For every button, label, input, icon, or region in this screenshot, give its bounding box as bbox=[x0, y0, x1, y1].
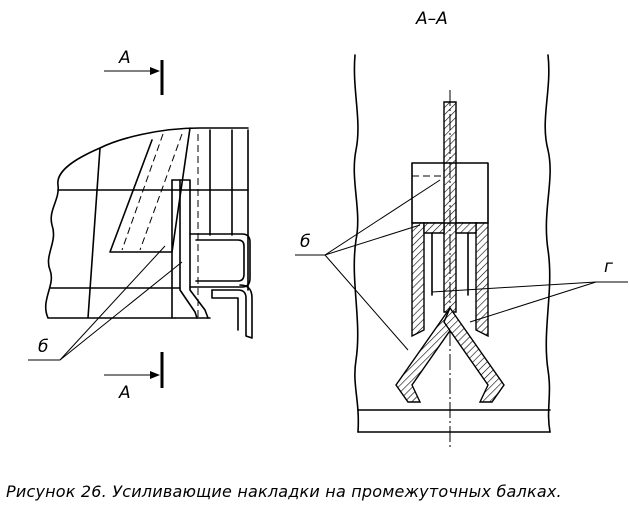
label-b-left: б bbox=[38, 337, 48, 357]
figure-caption: Рисунок 26. Усиливающие накладки на пром… bbox=[6, 482, 562, 501]
label-b-right: б bbox=[300, 232, 310, 252]
beam-outline bbox=[44, 127, 249, 319]
view-label-bottom: А bbox=[118, 383, 131, 403]
section-view bbox=[295, 54, 628, 450]
section-arrow-top bbox=[104, 60, 164, 95]
label-g: г bbox=[604, 257, 613, 277]
view-label-top: А bbox=[118, 48, 131, 68]
section-title: А–А bbox=[415, 9, 448, 29]
section-body bbox=[353, 54, 551, 433]
section-arrow-bottom bbox=[104, 352, 164, 388]
left-view bbox=[28, 60, 253, 388]
